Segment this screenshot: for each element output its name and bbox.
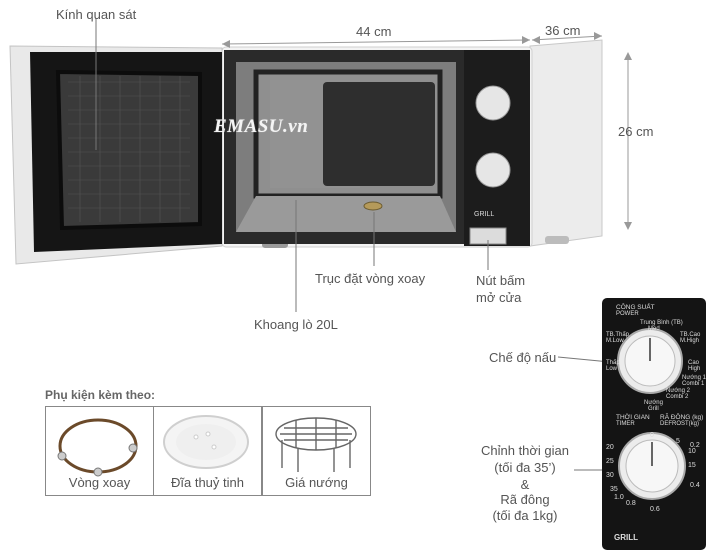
defrost-mark-04: 0.4 (690, 482, 700, 489)
label-timer-4: Rã đông (500, 492, 550, 507)
power-high-sub: High (688, 366, 701, 372)
label-window: Kính quan sát (56, 7, 137, 22)
power-subtitle: POWER (616, 311, 639, 317)
power-low-sub: Low (606, 366, 618, 372)
label-timer-5: (tối đa 1kg) (492, 508, 558, 523)
dimension-lines (221, 35, 629, 226)
power-high: Cao (688, 360, 700, 366)
control-panel-brand: GRILL (474, 211, 494, 218)
power-mhigh: TB.Cao (680, 332, 701, 338)
power-grill: Nướng (644, 400, 663, 406)
power-combi1: Nướng 1 (682, 375, 706, 381)
accessories-title: Phụ kiện kèm theo: (45, 388, 156, 402)
defrost-mark-06: 0.6 (650, 506, 660, 513)
label-cavity: Khoang lò 20L (254, 317, 338, 332)
dimension-ticks (222, 32, 632, 230)
accessory-label: Đĩa thuỷ tinh (171, 475, 244, 490)
power-low: Thấp (606, 360, 620, 366)
power-mid: Trung Bình (TB) (640, 320, 683, 326)
power-combi1-sub: Combi 1 (682, 381, 705, 387)
timer-mark-25: 25 (606, 458, 614, 465)
timer-mark-35: 35 (610, 486, 618, 493)
turntable-axis (363, 201, 383, 211)
label-timer-2: (tối đa 35’) (494, 460, 556, 475)
accessory-label: Vòng xoay (68, 475, 131, 490)
label-timer-1: Chỉnh thời gian (480, 443, 570, 458)
timer-knob (475, 152, 511, 188)
accessory-label: Giá nướng (285, 475, 348, 490)
power-mlow-sub: M.Low (606, 338, 624, 344)
callout-lines (95, 18, 616, 471)
oven-foot (545, 236, 569, 244)
power-mhigh-sub: M.High (680, 338, 700, 344)
accessory-grill-rack: Giá nướng (262, 406, 371, 496)
timer-mark-20: 20 (606, 444, 614, 451)
power-title: CÔNG SUẤT (616, 304, 655, 311)
panel-closeup-labels: CÔNG SUẤT POWER Trung Bình (TB) Med TB.T… (602, 298, 706, 550)
timer-subtitle: TIMER (616, 421, 635, 427)
defrost-mark-02: 0.2 (690, 442, 700, 449)
accessory-glass-plate: Đĩa thuỷ tinh (153, 406, 262, 496)
timer-title: THỜI GIAN (616, 414, 650, 421)
defrost-title: RÃ ĐÔNG (kg) (660, 414, 704, 421)
label-cook-mode: Chế độ nấu (489, 350, 557, 365)
door-window-mesh (68, 76, 190, 222)
panel-brand: GRILL (614, 533, 638, 542)
timer-mark-0: 0 (650, 432, 654, 439)
oven-side-panel (529, 39, 603, 247)
dimension-depth: 36 cm (545, 23, 581, 38)
power-knob (475, 85, 511, 121)
timer-mark-10: 10 (688, 448, 696, 455)
watermark: EMASU.vn (214, 116, 309, 137)
defrost-mark-10: 1.0 (614, 494, 624, 501)
oven-vent (323, 82, 435, 186)
timer-mark-30: 30 (606, 472, 614, 479)
door-window (55, 69, 202, 231)
power-grill-sub: Grill (648, 406, 659, 412)
accessory-roller-ring: Vòng xoay (45, 406, 154, 496)
label-turntable-axis: Trục đặt vòng xoay (315, 271, 426, 286)
timer-mark-15: 15 (688, 462, 696, 469)
power-mid-sub: Med (648, 326, 660, 332)
dimension-height: 26 cm (618, 124, 654, 139)
oven-cavity-floor (236, 196, 456, 232)
label-door-button-2: mở cửa (476, 290, 522, 305)
timer-mark-5: 5 (676, 438, 680, 445)
defrost-subtitle: DEFROST(kg) (660, 421, 699, 427)
dimension-width: 44 cm (356, 24, 392, 39)
control-panel (464, 50, 530, 246)
power-mlow: TB.Thấp (606, 332, 630, 338)
label-timer-3: & (520, 477, 530, 492)
power-combi2-sub: Combi 2 (666, 394, 689, 400)
power-combi2: Nướng 2 (666, 388, 690, 394)
label-door-button-1: Nút bấm (476, 273, 526, 288)
defrost-mark-08: 0.8 (626, 500, 636, 507)
